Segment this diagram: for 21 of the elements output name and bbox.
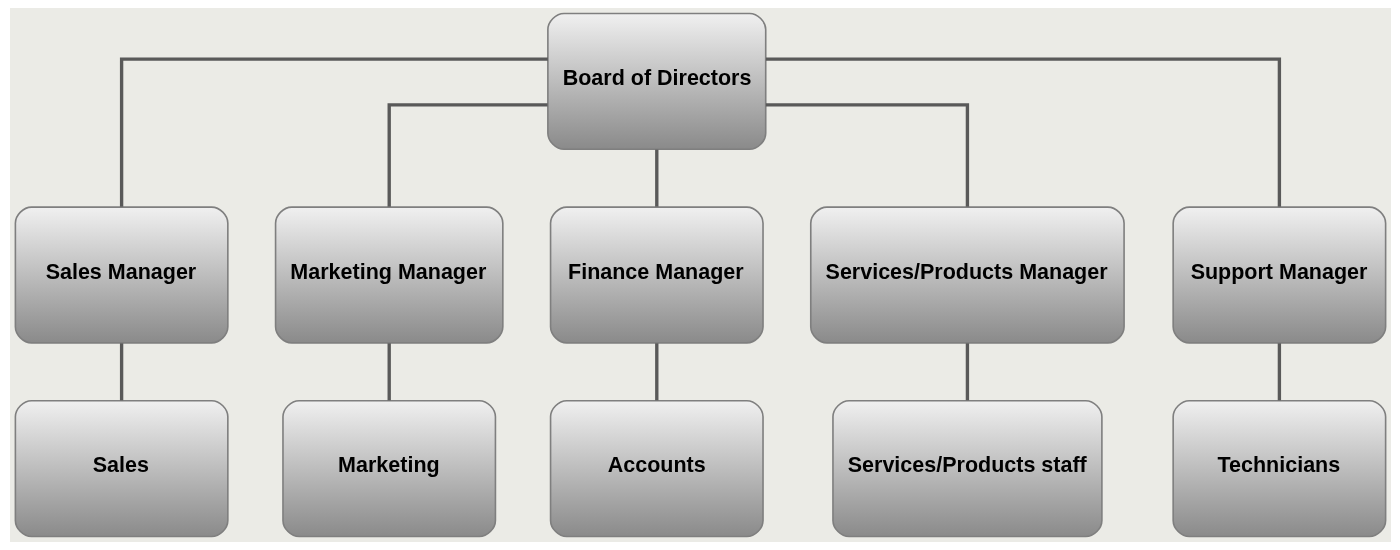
node-box: Services/Products staff <box>831 399 1103 538</box>
connector <box>765 57 1281 207</box>
node-box: Technicians <box>1171 399 1386 538</box>
connector <box>765 103 969 207</box>
node-box: Board of Directors <box>546 12 767 151</box>
connector <box>119 343 123 401</box>
node-box: Accounts <box>549 399 764 538</box>
node-box: Marketing <box>281 399 496 538</box>
connector <box>1277 343 1281 401</box>
node-box: Services/Products Manager <box>809 206 1125 344</box>
node-box: Finance Manager <box>549 206 764 344</box>
connector <box>965 343 969 401</box>
node-box: Sales <box>14 399 229 538</box>
connector <box>387 103 548 207</box>
node-box: Sales Manager <box>14 206 229 344</box>
node-box: Support Manager <box>1171 206 1386 344</box>
connector <box>654 343 658 401</box>
connector <box>654 149 658 207</box>
connector <box>387 343 391 401</box>
connector <box>119 57 548 207</box>
node-box: Marketing Manager <box>274 206 504 344</box>
